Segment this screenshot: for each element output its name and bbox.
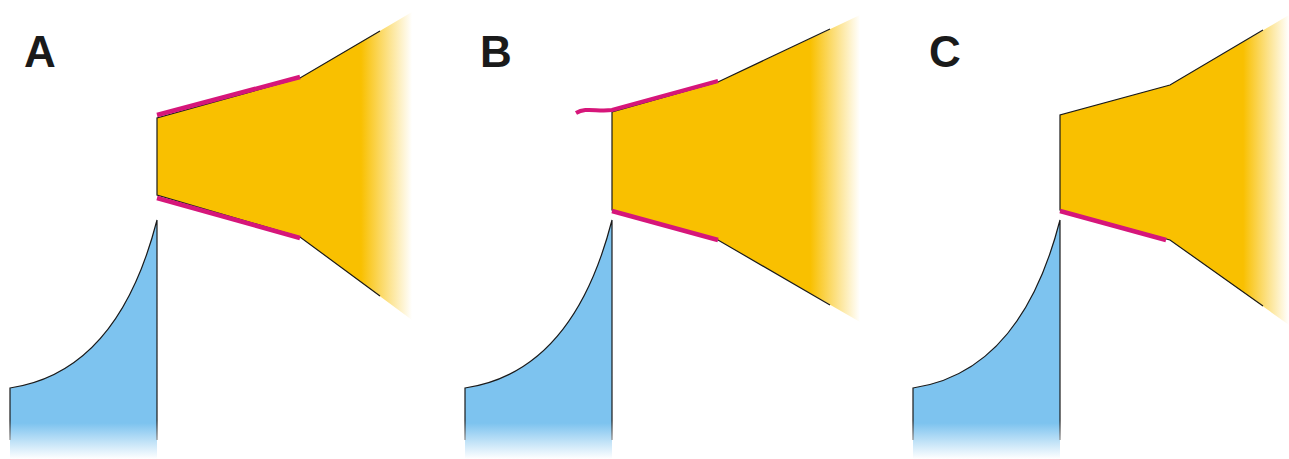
panel-b-figure <box>465 15 860 459</box>
panel-c-figure <box>913 15 1289 459</box>
panel-a-figure <box>10 12 412 459</box>
blue-structure <box>10 220 157 459</box>
yellow-structure <box>1060 15 1289 325</box>
blue-structure <box>465 220 612 459</box>
panel-letter: C <box>929 30 961 74</box>
magenta-layer <box>1060 211 1166 240</box>
magenta-layer <box>612 211 718 240</box>
magenta-layer <box>576 81 718 113</box>
blue-outline <box>10 220 157 440</box>
blue-structure <box>913 220 1060 459</box>
magenta-layer <box>157 198 300 238</box>
panel-letter: A <box>24 30 56 74</box>
yellow-outline <box>1060 30 1263 306</box>
blue-outline <box>465 220 612 440</box>
magenta-layer <box>157 77 300 115</box>
blue-outline <box>913 220 1060 440</box>
yellow-outline <box>612 29 830 305</box>
yellow-structure <box>157 12 412 320</box>
yellow-structure <box>612 15 860 322</box>
yellow-outline <box>157 31 380 296</box>
panel-letter: B <box>480 30 512 74</box>
